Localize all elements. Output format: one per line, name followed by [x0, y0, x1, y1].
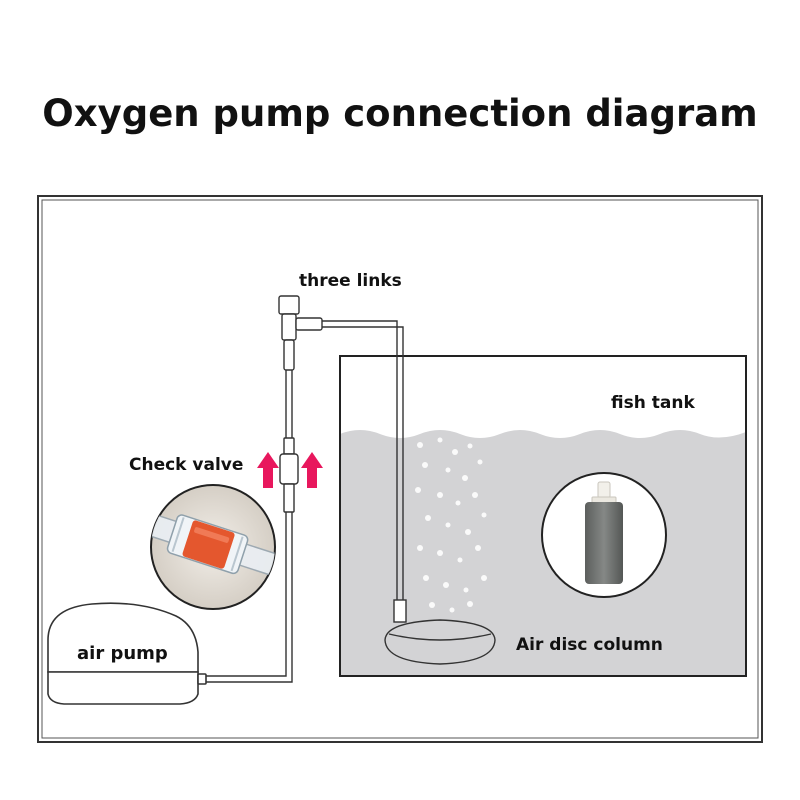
- air-stone-photo: [541, 472, 667, 598]
- air-tubing: [200, 320, 404, 683]
- tee-connector: [278, 295, 323, 371]
- diagram-title: Oxygen pump connection diagram: [42, 92, 758, 135]
- air-bubbles: [415, 437, 487, 613]
- inline-check-valve: [279, 437, 299, 513]
- three-links-label: three links: [299, 271, 402, 291]
- air-pump-label: air pump: [77, 643, 168, 664]
- air-disc: [384, 599, 496, 665]
- air-pump: [47, 602, 207, 705]
- air-disc-column-label: Air disc column: [516, 635, 663, 655]
- outer-frame: [37, 195, 763, 743]
- check-valve-photo: [150, 484, 276, 610]
- flow-arrow-icon: [257, 452, 279, 488]
- flow-arrow-icon: [301, 452, 323, 488]
- check-valve-label: Check valve: [129, 455, 243, 475]
- fish-tank-label: fish tank: [611, 393, 695, 413]
